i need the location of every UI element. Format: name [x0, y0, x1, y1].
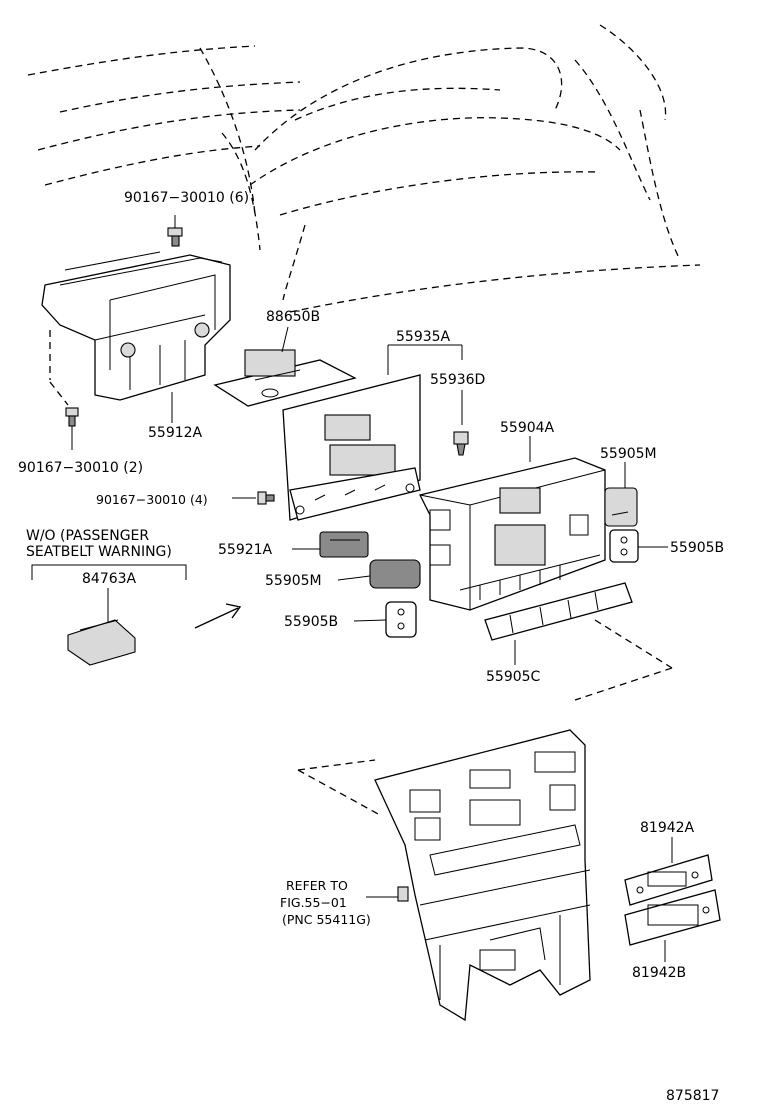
- dashboard-outline: [27, 24, 701, 313]
- label-55912a: 55912A: [148, 425, 203, 441]
- switch-55905b-mid: [385, 601, 417, 638]
- label-81942b: 81942B: [632, 965, 686, 981]
- switch-55905m-mid: [369, 559, 421, 589]
- label-screw-top: 90167−30010 (6): [124, 190, 249, 206]
- label-55905b-mid: 55905B: [284, 614, 338, 630]
- label-88650b: 88650B: [266, 309, 320, 325]
- label-refer1: REFER TO: [286, 878, 348, 893]
- control-unit-55904a: [419, 457, 606, 611]
- arrow-icon: [194, 603, 242, 629]
- clip-refer: [397, 886, 409, 902]
- bracket-line-wo: [31, 564, 187, 580]
- switch-55905m-top: [604, 487, 638, 527]
- label-55905m-top: 55905M: [600, 446, 657, 462]
- label-screw-left: 90167−30010 (2): [18, 460, 143, 476]
- label-55936d: 55936D: [430, 372, 485, 388]
- label-81942a: 81942A: [640, 820, 695, 836]
- center-panel: [374, 729, 591, 1022]
- label-55935a: 55935A: [396, 329, 451, 345]
- figure-number: 875817: [666, 1088, 719, 1104]
- board-55935a: [282, 374, 421, 521]
- switch-55905b-right: [609, 529, 639, 563]
- screw-left-icon: [49, 381, 79, 450]
- label-55905m-mid: 55905M: [265, 573, 322, 589]
- label-wo-line1: W/O (PASSENGER: [26, 528, 149, 544]
- label-55921a: 55921A: [218, 542, 273, 558]
- label-55905b-right: 55905B: [670, 540, 724, 556]
- label-55904a: 55904A: [500, 420, 555, 436]
- dash-connector-left: [297, 759, 381, 816]
- label-screw-mid: 90167−30010 (4): [96, 492, 208, 507]
- label-refer2: FIG.55−01: [280, 895, 347, 910]
- screw-mid-icon: [232, 491, 275, 505]
- label-55905c: 55905C: [486, 669, 541, 685]
- plate-81942b: [624, 889, 721, 946]
- bracket-55912a: [41, 251, 231, 401]
- plate-81942a: [624, 854, 713, 906]
- board-88650b: [213, 349, 357, 407]
- label-wo-line2: SEATBELT WARNING): [26, 544, 172, 560]
- dash-connector-right: [574, 667, 673, 701]
- label-refer3: (PNC 55411G): [282, 912, 371, 927]
- clip-55936d: [453, 390, 469, 456]
- label-84763a: 84763A: [82, 571, 137, 587]
- switch-55921a: [319, 531, 369, 558]
- screw-top-icon: [167, 215, 183, 247]
- switch-84763a: [67, 619, 136, 666]
- switch-strip-55905c: [484, 582, 673, 669]
